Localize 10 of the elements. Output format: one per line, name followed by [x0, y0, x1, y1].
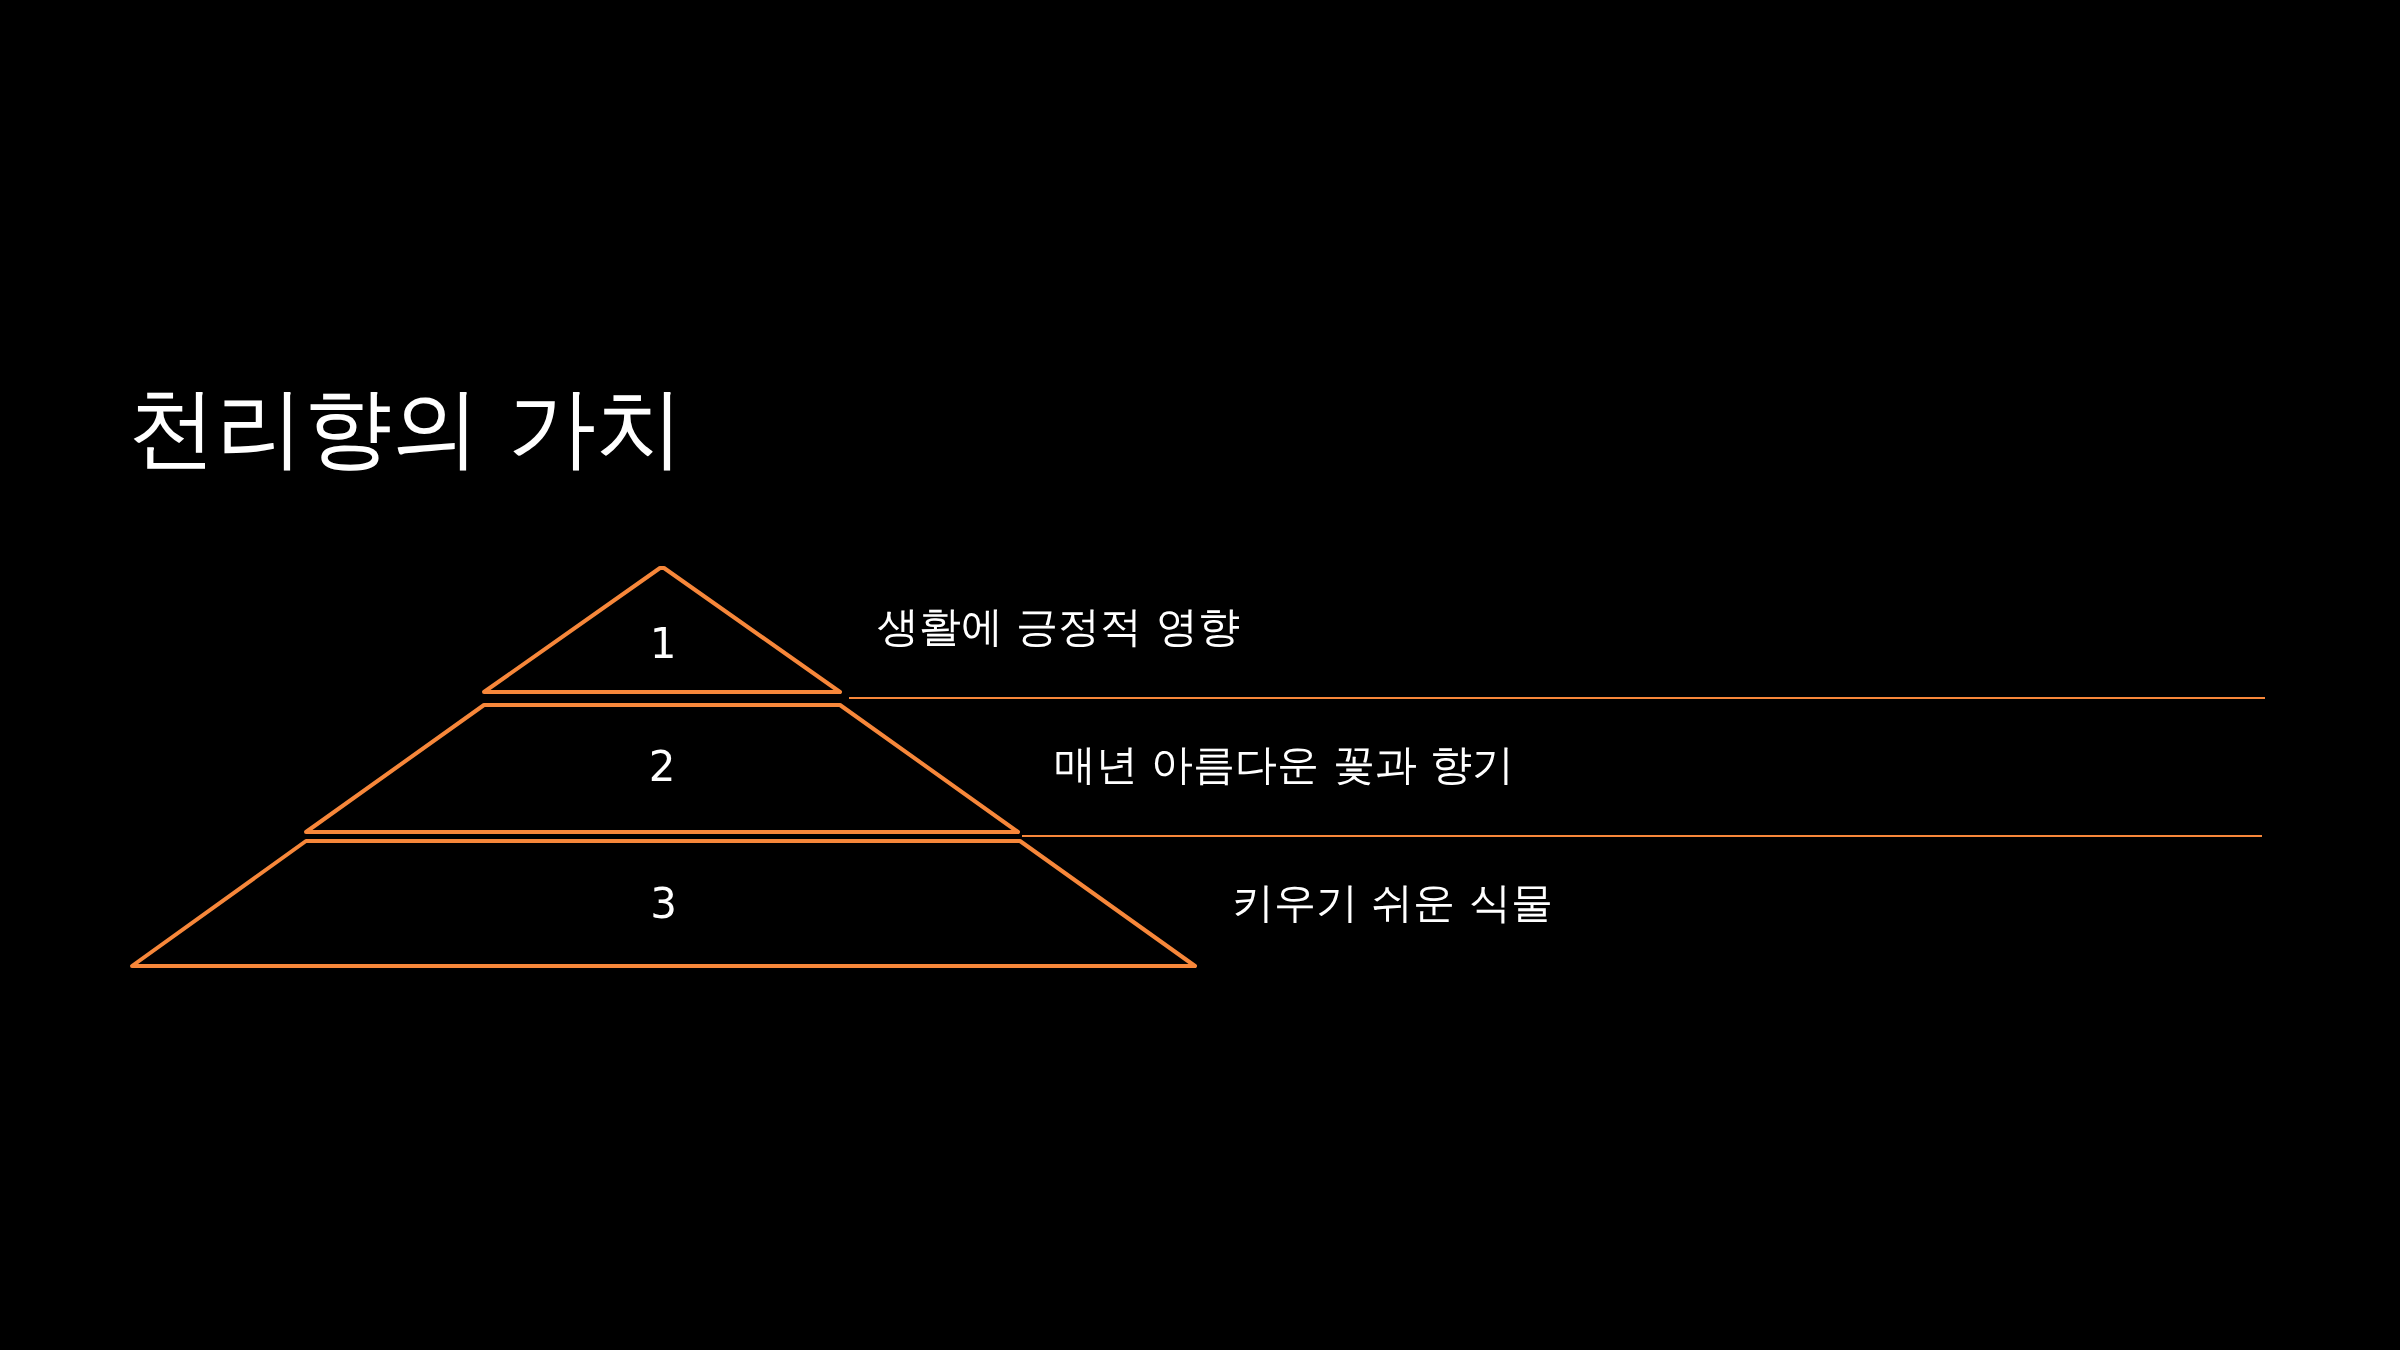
tier-description: 키우기 쉬운 식물 [1232, 882, 1553, 924]
tier-description: 매년 아름다운 꽃과 향기 [1054, 744, 1515, 786]
title: 천리향의 가치 [128, 380, 684, 477]
pyramid-tier [304, 703, 1020, 834]
tier-number: 2 [648, 746, 676, 788]
tier-description: 생활에 긍정적 영향 [877, 606, 1240, 648]
tier-number: 1 [649, 623, 677, 665]
pyramid-tier [130, 839, 1197, 968]
pyramid-top [482, 566, 842, 694]
tier-number: 3 [650, 883, 677, 925]
